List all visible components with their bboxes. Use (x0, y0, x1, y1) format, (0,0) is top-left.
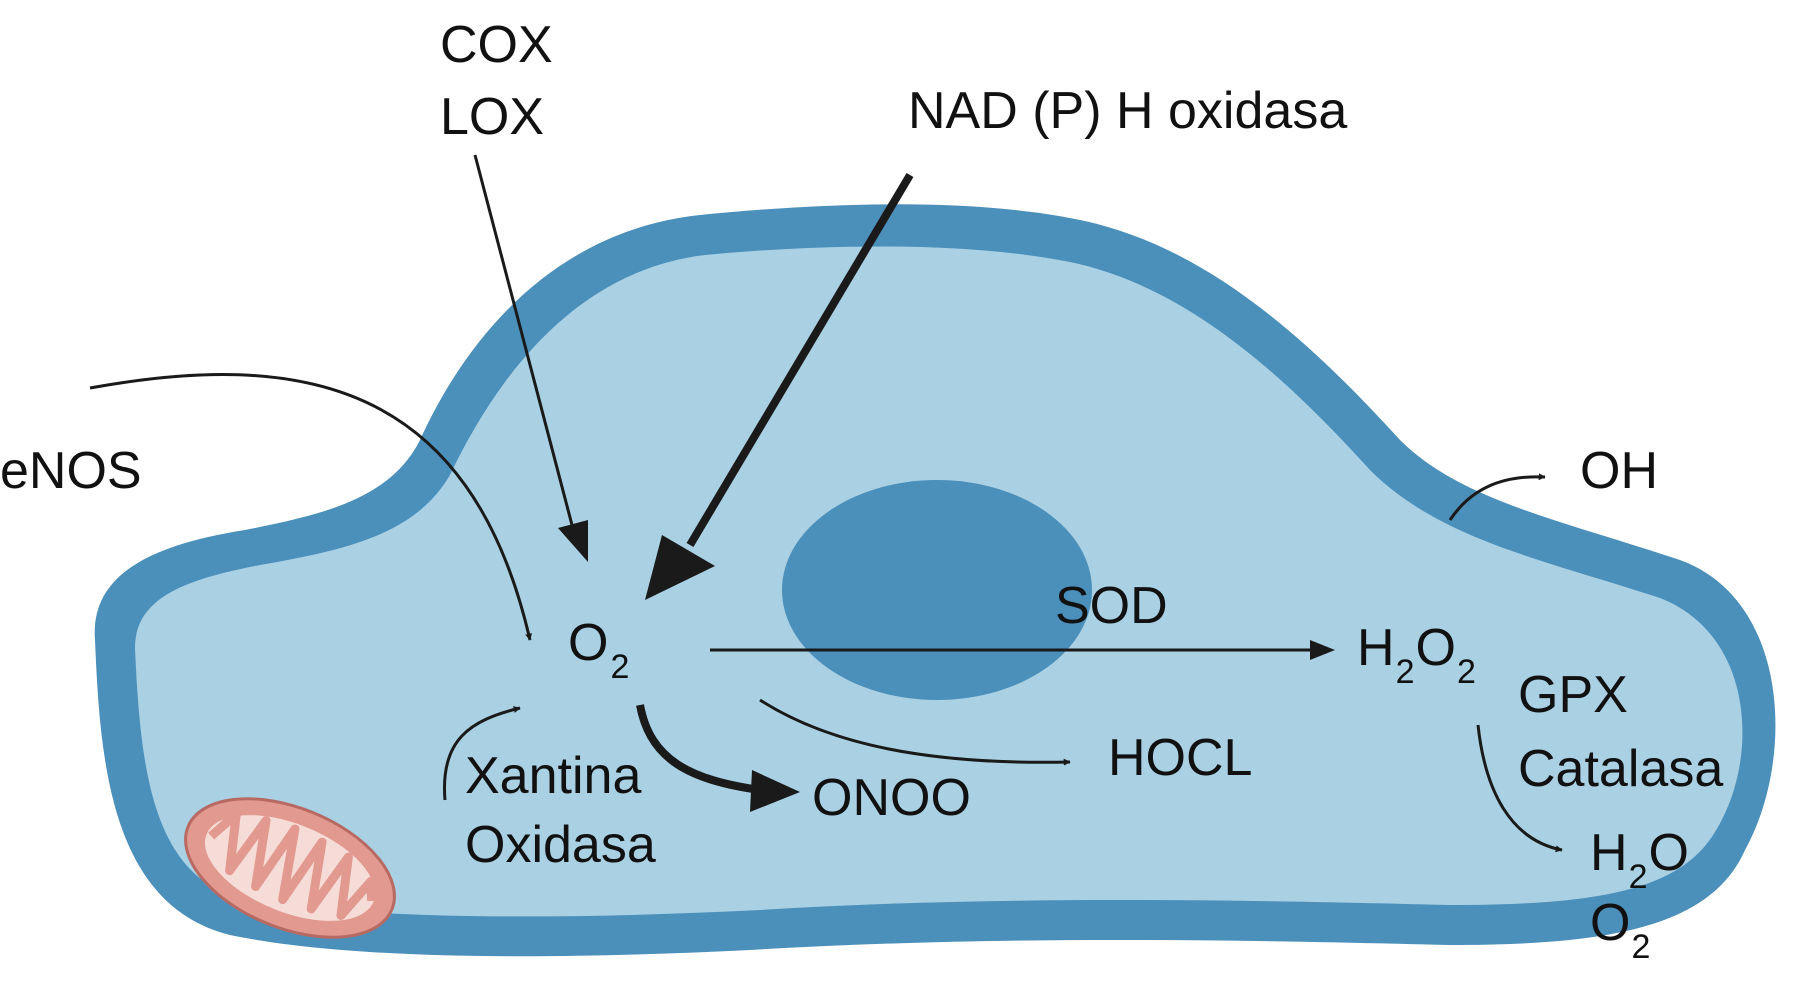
mitochondria-to-o2-arrow (442, 706, 521, 801)
cox-lox-arrowhead (558, 520, 588, 562)
xantina-label: Xantina (465, 747, 641, 805)
onoo-arrowhead (750, 770, 800, 812)
enos-arrow (89, 373, 532, 641)
o2-label: O2 (568, 614, 629, 686)
gpx-label: GPX (1518, 666, 1628, 724)
gpx-catalasa-arrow (1476, 724, 1563, 853)
sod-label: SOD (1055, 577, 1168, 635)
hocl-label: HOCL (1108, 729, 1252, 787)
nadph-arrow (686, 172, 914, 548)
h2o2-label: H2O2 (1357, 619, 1476, 691)
enos-label: eNOS (0, 442, 142, 500)
oh-arrow (1448, 473, 1546, 521)
oxidasa-label: Oxidasa (465, 816, 656, 874)
mitochondrion (184, 797, 396, 939)
cox-label: COX (440, 16, 553, 74)
nucleus (782, 480, 1092, 700)
o2-output-label: O2 (1590, 894, 1650, 966)
oh-label: OH (1580, 442, 1658, 500)
h2o-label: H2O (1590, 824, 1689, 896)
nadph-oxidasa-label: NAD (P) H oxidasa (908, 82, 1347, 140)
nadph-arrowhead (645, 535, 715, 600)
sod-arrowhead (1310, 640, 1335, 660)
catalasa-label: Catalasa (1518, 740, 1723, 798)
cox-lox-arrow (473, 154, 574, 526)
hocl-arrow (759, 698, 1071, 766)
onoo-label: ONOO (812, 769, 971, 827)
onoo-arrow (636, 704, 761, 794)
lox-label: LOX (440, 88, 544, 146)
